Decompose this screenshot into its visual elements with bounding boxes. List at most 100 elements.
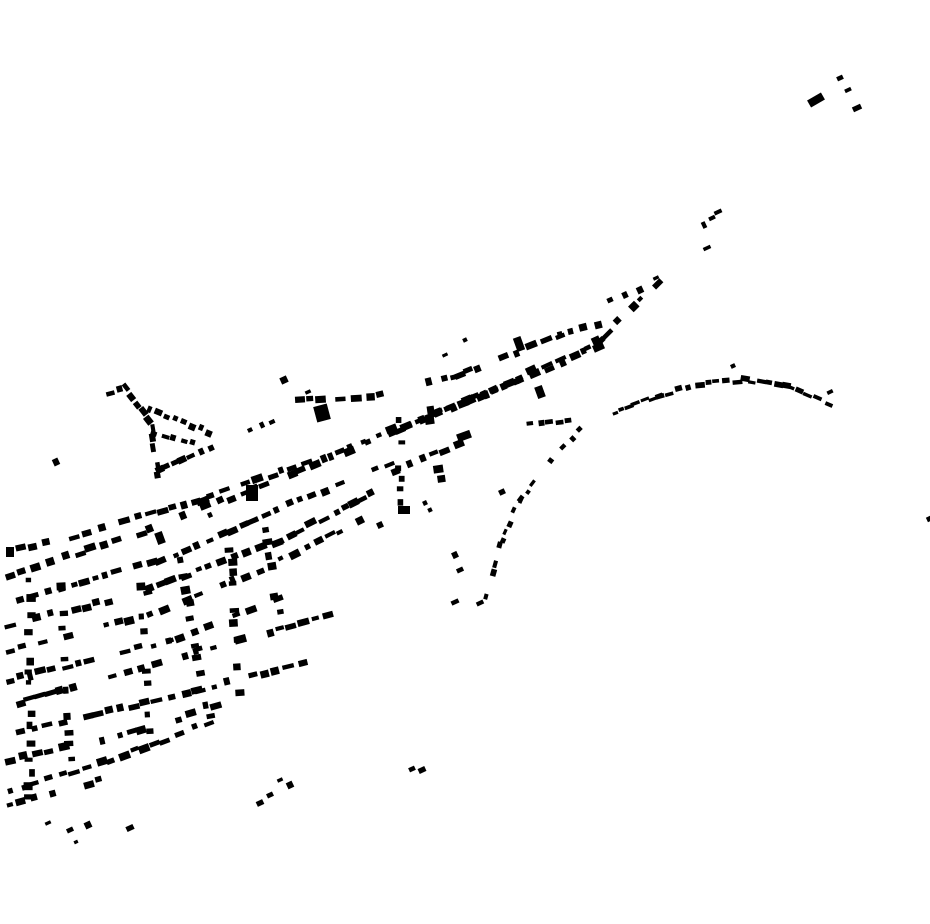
building [44,587,53,596]
building [207,444,215,452]
building [56,582,66,591]
building [266,628,275,638]
building [130,745,139,753]
building [144,523,155,534]
building [31,749,44,758]
building [370,465,379,473]
building [77,577,91,587]
building [405,459,414,469]
building [540,360,554,370]
building [83,542,97,553]
building [125,823,135,833]
building [451,550,459,560]
building [24,629,33,636]
building [240,572,252,583]
building [357,495,368,504]
building [456,429,472,443]
building [306,395,314,402]
building [418,453,427,463]
building [44,820,52,826]
building [33,666,47,676]
building [259,669,270,679]
building [231,611,241,619]
building [5,677,15,685]
building [209,701,223,711]
building [729,363,737,369]
building [836,74,844,82]
building [60,550,71,561]
building [294,527,305,536]
building [498,488,506,496]
building [191,653,202,662]
building [153,555,167,567]
building [579,347,587,355]
building [304,389,312,395]
building [146,728,154,735]
building [314,395,327,404]
building [844,86,852,94]
building [155,579,167,589]
building [73,839,79,845]
building [284,622,297,631]
building [826,389,834,395]
building [156,506,170,516]
building [26,594,36,602]
building [149,442,157,453]
building [524,364,538,376]
building [473,364,482,374]
building [149,430,158,437]
building [26,721,33,730]
building [25,577,32,583]
building [41,537,51,547]
building [180,585,191,595]
building [640,396,650,403]
building [4,622,17,630]
building [398,506,410,514]
building [197,423,205,432]
building [244,604,258,615]
building [261,526,270,534]
building [394,425,407,436]
building [277,466,285,475]
building [232,663,241,671]
building [233,636,240,643]
building [98,540,109,550]
building [211,684,218,690]
building [160,462,171,471]
building [438,446,451,457]
building [218,486,231,494]
building [534,384,546,400]
building [145,610,154,618]
building [215,495,225,505]
building [705,379,712,386]
building [22,694,36,703]
building [462,337,468,343]
building [721,377,730,384]
building [528,368,542,380]
building [544,418,554,425]
building [46,609,54,617]
building [5,648,16,655]
building [612,316,622,326]
building [246,516,260,526]
building [652,278,664,290]
building [101,571,109,580]
building [136,582,146,591]
building [489,568,498,577]
building [91,709,104,719]
building [432,464,444,474]
building [197,447,205,456]
building [68,682,78,693]
building [64,729,74,736]
building [154,530,166,546]
building [747,380,756,385]
building [143,583,155,594]
building [194,687,206,695]
building [169,434,177,442]
building [258,480,270,490]
building [308,459,322,471]
building [606,296,614,304]
building [172,552,180,559]
building [135,725,147,736]
building [499,382,508,391]
